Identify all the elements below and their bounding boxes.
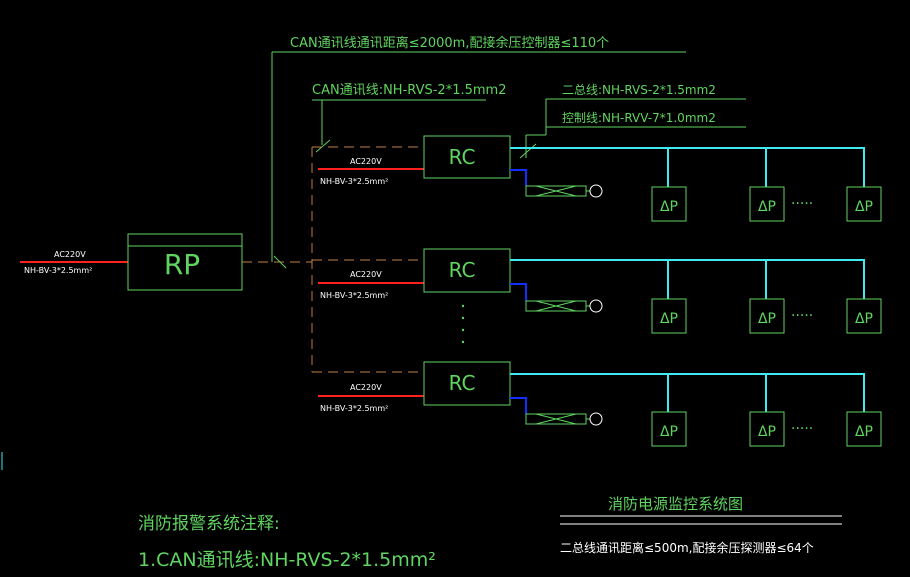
rc2-controller[interactable]: RC [423, 248, 511, 293]
bus-annotation: 二总线:NH-RVS-2*1.5mm2 控制线:NH-RVV-7*1.0mm2 [519, 83, 746, 159]
rc-row-3: AC220V NH-BV-3*2.5mm² RC ΔP ΔP ····· [318, 361, 882, 447]
rc-continuation-dots [461, 304, 465, 344]
rc2-label: RC [449, 258, 476, 282]
rc1-bus-line [510, 147, 865, 187]
rc1-sensor-2[interactable]: ΔP [749, 186, 785, 222]
rc2-control-line [510, 283, 527, 301]
rc1-damper-actuator [525, 184, 603, 198]
rc3-sensor-3-label: ΔP [855, 424, 873, 440]
rp-label: RP [164, 248, 200, 281]
rc3-sensor-2[interactable]: ΔP [749, 411, 785, 447]
notes-heading: 消防报警系统注释: [138, 514, 280, 534]
notes-block: 消防报警系统注释: 1.CAN通讯线:NH-RVS-2*1.5mm² [138, 514, 436, 571]
rc3-power-voltage: AC220V [350, 383, 382, 392]
rc2-sensor-ellipsis: ····· [791, 308, 813, 324]
rc2-power-voltage: AC220V [350, 270, 382, 279]
footer-title: 消防电源监控系统图 [608, 495, 743, 513]
rc1-sensor-3-label: ΔP [855, 199, 873, 215]
rc1-control-line [510, 169, 527, 186]
rc2-sensor-3[interactable]: ΔP [846, 298, 882, 334]
can-tick [315, 139, 331, 153]
can-annotation: CAN通讯线:NH-RVS-2*1.5mm2 [312, 83, 506, 153]
rc3-sensor-1[interactable]: ΔP [651, 411, 687, 447]
rc3-sensor-2-label: ΔP [758, 424, 776, 440]
rp-can-tick [273, 255, 287, 269]
rp-power-cable: NH-BV-3*2.5mm² [24, 266, 92, 275]
rc2-sensor-1[interactable]: ΔP [651, 298, 687, 334]
rp-main-panel[interactable]: RP [127, 233, 243, 291]
bus-tick [519, 143, 537, 159]
rc1-power-voltage: AC220V [350, 157, 382, 166]
rc1-controller[interactable]: RC [423, 135, 511, 179]
rc3-bus-line [510, 373, 865, 412]
notes-item-1: 1.CAN通讯线:NH-RVS-2*1.5mm² [138, 549, 436, 571]
rc2-sensor-3-label: ΔP [855, 311, 873, 327]
rp-power-feed: AC220V NH-BV-3*2.5mm² [20, 250, 128, 275]
rc3-damper-actuator [525, 412, 603, 426]
top-line-text: CAN通讯线通讯距离≤2000m,配接余压控制器≤110个 [290, 35, 609, 51]
rc3-sensor-1-label: ΔP [660, 424, 678, 440]
rc2-sensor-1-label: ΔP [660, 311, 678, 327]
rc3-controller[interactable]: RC [423, 361, 511, 406]
footer-note: 二总线通讯距离≤500m,配接余压探测器≤64个 [560, 540, 814, 555]
rc2-damper-actuator [525, 299, 603, 313]
can-backbone [242, 146, 424, 373]
rc2-sensor-2-label: ΔP [758, 311, 776, 327]
rc1-sensor-ellipsis: ····· [791, 196, 813, 212]
rc1-sensor-3[interactable]: ΔP [846, 186, 882, 222]
top-annotation: CAN通讯线通讯距离≤2000m,配接余压控制器≤110个 [271, 35, 686, 262]
can-line-text: CAN通讯线:NH-RVS-2*1.5mm2 [312, 83, 506, 98]
rc2-bus-line [510, 259, 865, 299]
rc1-sensor-1-label: ΔP [660, 199, 678, 215]
rc-row-1: AC220V NH-BV-3*2.5mm² RC ΔP ΔP ····· [318, 135, 882, 222]
rc1-label: RC [449, 145, 476, 169]
control-line-text: 控制线:NH-RVV-7*1.0mm2 [562, 111, 716, 125]
bus-line-text: 二总线:NH-RVS-2*1.5mm2 [562, 83, 716, 97]
rc3-label: RC [449, 371, 476, 395]
rc3-sensor-ellipsis: ····· [791, 421, 813, 437]
rp-power-voltage: AC220V [54, 250, 86, 259]
rc3-control-line [510, 397, 527, 414]
rc2-power-cable: NH-BV-3*2.5mm² [320, 291, 388, 300]
rc3-power-cable: NH-BV-3*2.5mm² [320, 404, 388, 413]
rc-row-2: AC220V NH-BV-3*2.5mm² RC ΔP ΔP ····· [318, 248, 882, 334]
rc1-sensor-1[interactable]: ΔP [651, 186, 687, 222]
rc1-power-cable: NH-BV-3*2.5mm² [320, 177, 388, 186]
rc2-sensor-2[interactable]: ΔP [749, 298, 785, 334]
footer-block: 消防电源监控系统图 二总线通讯距离≤500m,配接余压探测器≤64个 [560, 495, 842, 555]
rc3-sensor-3[interactable]: ΔP [846, 411, 882, 447]
rc1-sensor-2-label: ΔP [758, 199, 776, 215]
